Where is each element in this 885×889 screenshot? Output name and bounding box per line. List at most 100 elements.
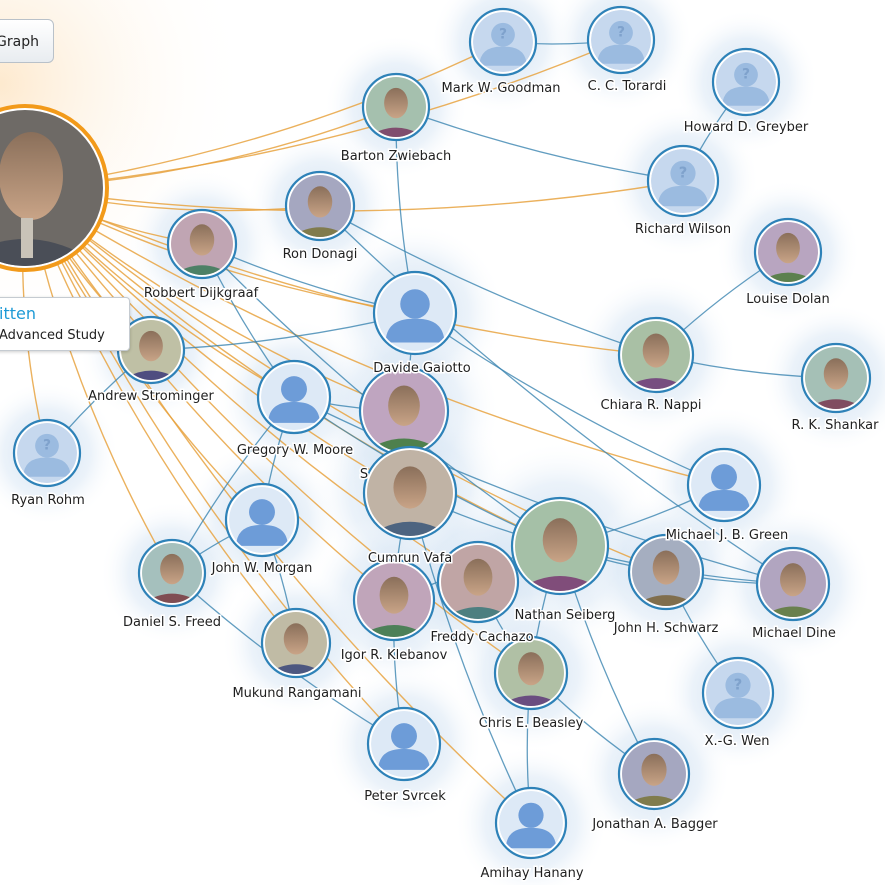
person-node-freed[interactable] (137, 538, 207, 608)
person-node-morgan[interactable] (224, 482, 300, 558)
edge-center-torardi (24, 39, 622, 189)
edge-center-green (24, 187, 725, 486)
silhouette-body (698, 490, 750, 511)
silhouette-head (400, 289, 430, 319)
photo-face (776, 232, 800, 264)
person-node-schwarz[interactable] (627, 533, 705, 611)
person-node-donagi[interactable] (284, 170, 356, 242)
person-node-goodman[interactable]: ? (468, 7, 538, 77)
person-label-strominger[interactable]: Andrew Strominger (87, 388, 216, 406)
question-mark-icon: ? (43, 438, 51, 454)
person-label-vafa[interactable]: Cumrun Vafa (366, 550, 453, 568)
person-label-donagi[interactable]: Ron Donagi (281, 246, 359, 264)
person-label-klebanov[interactable]: Igor R. Klebanov (339, 647, 449, 665)
person-label-seiberg[interactable]: Nathan Seiberg (513, 607, 617, 625)
person-node-green[interactable] (686, 447, 762, 523)
person-node-dolan[interactable] (753, 217, 823, 287)
graph-view-button[interactable]: Graph (0, 19, 54, 63)
person-label-rangamani[interactable]: Mukund Rangamani (231, 685, 363, 703)
person-label-greyber[interactable]: Howard D. Greyber (682, 119, 810, 137)
silhouette-head (711, 464, 737, 491)
person-label-moore[interactable]: Gregory W. Moore (235, 442, 354, 460)
center-person-name[interactable]: itten (0, 304, 36, 323)
person-node-rohm[interactable]: ? (12, 418, 82, 488)
silhouette-body (378, 749, 430, 770)
person-label-dine[interactable]: Michael Dine (751, 625, 838, 643)
person-label-beasley[interactable]: Chris E. Beasley (477, 715, 585, 733)
person-node-zwiebach[interactable] (361, 72, 431, 142)
photo-face (0, 132, 63, 220)
silhouette-body (657, 185, 709, 207)
edge-zwiebach-wilson (395, 106, 684, 182)
person-label-morgan[interactable]: John W. Morgan (209, 560, 314, 578)
person-label-rohm[interactable]: Ryan Rohm (10, 492, 87, 510)
person-node-seiberg_s[interactable] (358, 365, 450, 457)
silhouette-body (23, 457, 71, 477)
person-label-dijkgraaf[interactable]: Robbert Dijkgraaf (142, 285, 260, 303)
photo-face (823, 358, 849, 390)
person-label-zwiebach[interactable]: Barton Zwiebach (339, 148, 452, 166)
photo-face (189, 224, 215, 256)
silhouette-head (491, 22, 515, 47)
person-node-dijkgraaf[interactable] (166, 208, 238, 280)
person-label-cachazo[interactable]: Freddy Cachazo (429, 629, 535, 647)
person-label-gaiotto[interactable]: Davide Gaiotto (372, 360, 472, 378)
silhouette-body (236, 525, 288, 546)
person-label-torardi[interactable]: C. C. Torardi (586, 78, 668, 96)
person-node-svrcek[interactable] (366, 706, 442, 782)
person-node-nappi[interactable] (617, 316, 695, 394)
person-label-seiberg_s[interactable]: S (358, 466, 369, 484)
person-label-svrcek[interactable]: Peter Svrcek (363, 788, 448, 806)
photo-face (379, 576, 409, 614)
person-node-shankar[interactable] (800, 342, 872, 414)
person-node-strominger[interactable] (116, 315, 186, 385)
person-node-greyber[interactable]: ? (711, 47, 781, 117)
person-label-wen[interactable]: X.-G. Wen (703, 733, 771, 751)
center-person-affiliation: Advanced Study (0, 328, 105, 343)
person-label-hanany[interactable]: Amihay Hanany (479, 865, 585, 883)
silhouette-body (385, 318, 445, 343)
person-node-wen[interactable]: ? (701, 656, 775, 730)
person-node-rangamani[interactable] (260, 607, 332, 679)
person-label-wilson[interactable]: Richard Wilson (633, 221, 732, 239)
silhouette-head (35, 433, 59, 458)
person-label-dolan[interactable]: Louise Dolan (745, 291, 832, 309)
person-node-seiberg[interactable] (510, 496, 610, 596)
person-node-bagger[interactable] (617, 737, 691, 811)
edge-center-svrcek (24, 187, 405, 745)
person-node-torardi[interactable]: ? (586, 5, 656, 75)
person-node-moore[interactable] (256, 359, 332, 435)
person-node-dine[interactable] (755, 546, 831, 622)
photo-face (160, 553, 184, 585)
question-mark-icon: ? (734, 677, 743, 694)
photo-face (307, 186, 333, 218)
silhouette-body (479, 46, 527, 66)
person-node-beasley[interactable] (493, 635, 569, 711)
silhouette-body (505, 827, 557, 849)
silhouette-body (712, 697, 764, 719)
person-node-klebanov[interactable] (352, 558, 436, 642)
edge-donagi-dine (319, 205, 794, 585)
person-label-goodman[interactable]: Mark W. Goodman (440, 80, 562, 98)
person-label-bagger[interactable]: Jonathan A. Bagger (590, 816, 720, 834)
person-label-shankar[interactable]: R. K. Shankar (790, 417, 881, 435)
question-mark-icon: ? (679, 165, 688, 182)
person-label-nappi[interactable]: Chiara R. Nappi (599, 397, 703, 415)
photo-face (518, 652, 544, 686)
person-node-wilson[interactable]: ? (646, 144, 720, 218)
edge-donagi-nappi (319, 205, 657, 356)
silhouette-head (249, 499, 275, 526)
person-label-schwarz[interactable]: John H. Schwarz (611, 620, 720, 638)
center-person-tooltip: itten Advanced Study (0, 297, 130, 351)
person-label-freed[interactable]: Daniel S. Freed (122, 614, 223, 632)
person-node-gaiotto[interactable] (372, 270, 458, 356)
person-node-hanany[interactable] (494, 786, 568, 860)
person-node-vafa[interactable] (362, 445, 458, 541)
edge-gaiotto-green (414, 312, 725, 486)
silhouette-head (725, 672, 751, 698)
person-label-green[interactable]: Michael J. B. Green (664, 527, 790, 545)
silhouette-head (518, 802, 544, 828)
person-node-cachazo[interactable] (436, 540, 520, 624)
